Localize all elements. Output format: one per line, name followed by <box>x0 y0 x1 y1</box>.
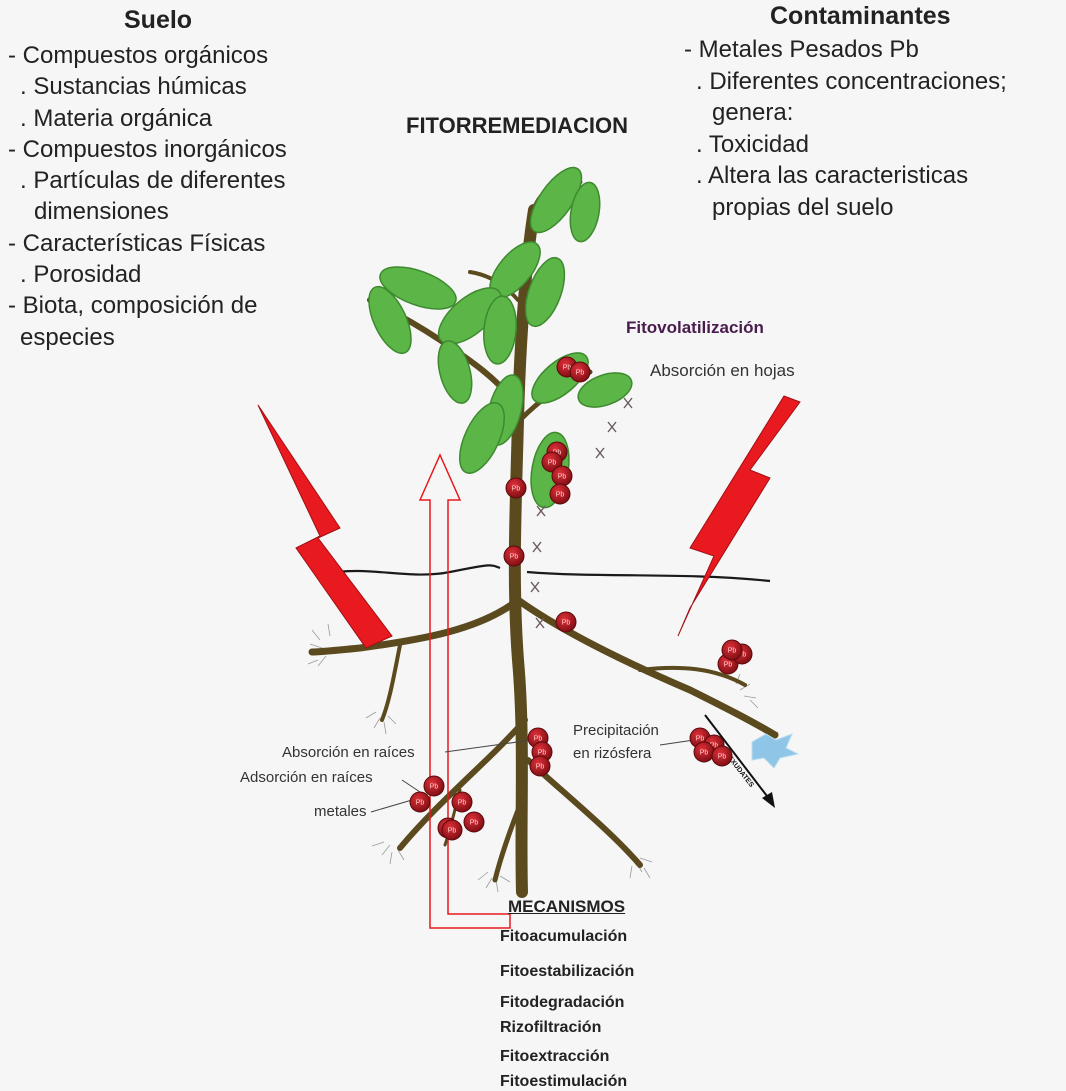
suelo-line: dimensiones <box>8 196 287 227</box>
metal-ion-symbol: Pb <box>536 764 545 771</box>
contaminantes-line: . Altera las caracteristicas <box>684 160 1007 192</box>
absorcion-hojas-label: Absorción en hojas <box>650 361 795 381</box>
soil-red-arrow <box>258 405 392 648</box>
precipitacion-label: Precipitación <box>573 722 659 739</box>
metal-ion-symbol: Pb <box>724 662 733 669</box>
metal-ions: PbPbPbPbPbPbPbPbPbPbPbPbPbPbPbPbPbPbPbPb… <box>410 357 752 840</box>
rizosfera-label: en rizósfera <box>573 745 651 762</box>
metal-ion-symbol: Pb <box>458 800 467 807</box>
metal-ion-symbol: Pb <box>558 474 567 481</box>
metal-ion-symbol: Pb <box>534 736 543 743</box>
mecanismo-item: Fitoestabilización <box>500 963 634 981</box>
suelo-line: . Partículas de diferentes <box>8 165 287 196</box>
suelo-line: . Sustancias húmicas <box>8 71 287 102</box>
suelo-line: . Materia orgánica <box>8 103 287 134</box>
absorcion-raices-label: Absorción en raíces <box>282 744 415 761</box>
contaminantes-line: genera: <box>684 97 1007 129</box>
suelo-line: especies <box>8 322 287 353</box>
contaminantes-line: . Diferentes concentraciones; <box>684 66 1007 98</box>
metal-ion-symbol: Pb <box>448 828 457 835</box>
suelo-line: - Compuestos inorgánicos <box>8 134 287 165</box>
metal-ion-symbol: Pb <box>548 460 557 467</box>
mecanismo-item: Fitodegradación <box>500 994 624 1012</box>
metal-ion-symbol: Pb <box>728 648 737 655</box>
water-splash <box>752 734 798 768</box>
contaminantes-heading: Contaminantes <box>770 2 951 31</box>
mecanismo-item: Fitoacumulación <box>500 928 627 946</box>
contaminantes-line: . Toxicidad <box>684 129 1007 161</box>
metal-ion-symbol: Pb <box>470 820 479 827</box>
fitovolatilizacion-label: Fitovolatilización <box>626 318 764 338</box>
suelo-heading: Suelo <box>124 6 192 35</box>
metal-ion-symbol: Pb <box>416 800 425 807</box>
contaminantes-list: - Metales Pesados Pb . Diferentes concen… <box>684 34 1007 223</box>
mecanismos-heading: MECANISMOS <box>508 897 625 917</box>
contaminantes-line: - Metales Pesados Pb <box>684 34 1007 66</box>
contaminantes-line: propias del suelo <box>684 192 1007 224</box>
metal-ion-symbol: Pb <box>556 492 565 499</box>
suelo-line: . Porosidad <box>8 259 287 290</box>
metal-ion-symbol: Pb <box>538 750 547 757</box>
suelo-line: - Biota, composición de <box>8 290 287 321</box>
adsorcion-raices-label: Adsorción en raíces <box>240 769 373 786</box>
metal-ion-symbol: Pb <box>576 370 585 377</box>
suelo-list: - Compuestos orgánicos . Sustancias húmi… <box>8 40 287 353</box>
plant-leaves <box>360 160 636 511</box>
metal-ion-symbol: Pb <box>700 750 709 757</box>
mecanismo-item: Fitoestimulación <box>500 1073 627 1091</box>
contaminant-red-arrow <box>678 396 800 636</box>
metal-ion-symbol: Pb <box>510 554 519 561</box>
metal-ion-symbol: Pb <box>430 784 439 791</box>
volatilized-molecules <box>531 398 632 628</box>
suelo-line: - Características Físicas <box>8 228 287 259</box>
diagram-title: FITORREMEDIACION <box>406 113 628 139</box>
mechanism-outline-arrow <box>420 455 510 928</box>
metales-label: metales <box>314 803 367 820</box>
metal-ion-symbol: Pb <box>562 620 571 627</box>
mecanismo-item: Rizofiltración <box>500 1019 601 1037</box>
suelo-line: - Compuestos orgánicos <box>8 40 287 71</box>
metal-ion-symbol: Pb <box>718 754 727 761</box>
mecanismo-item: Fitoextracción <box>500 1048 609 1066</box>
metal-ion-symbol: Pb <box>512 486 521 493</box>
metal-ion-symbol: Pb <box>696 736 705 743</box>
